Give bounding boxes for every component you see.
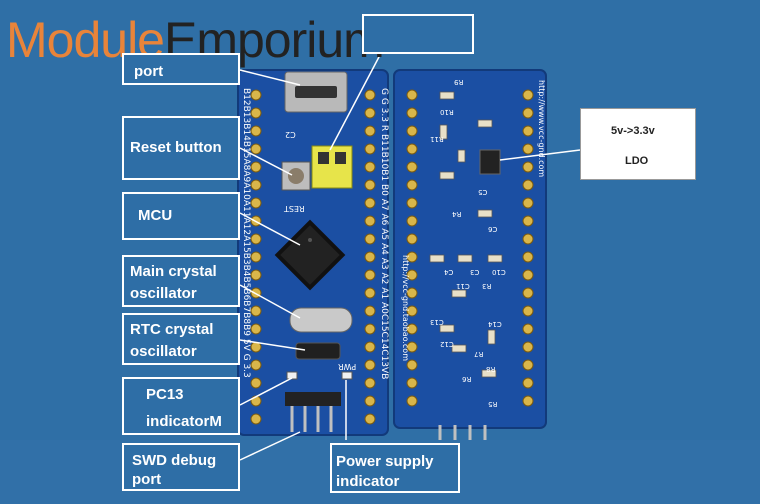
designator-r9: R9 xyxy=(454,78,464,86)
designator-r6: R6 xyxy=(462,375,472,383)
callout-mcu-text: MCU xyxy=(138,207,173,224)
callout-swd-line1: SWD debug xyxy=(132,452,217,469)
designator-c13: C13 xyxy=(430,318,444,326)
rtc-crystal xyxy=(295,342,341,360)
callout-ldo: 5v->3.3v LDO xyxy=(580,108,696,180)
pointer-lines xyxy=(239,54,581,461)
callout-main-crystal-line2: oscillator xyxy=(130,285,197,302)
silk-pwr: PWR xyxy=(338,362,357,371)
callout-main-crystal-line1: Main crystal xyxy=(130,263,217,280)
designator-c14: C14 xyxy=(488,320,502,328)
designator-c12: C12 xyxy=(440,340,454,348)
callout-rtc-crystal: RTC crystal oscillator xyxy=(122,313,240,365)
designator-r11: R11 xyxy=(430,135,444,143)
designator-r7: R7 xyxy=(474,350,484,358)
designator-r5: R5 xyxy=(488,400,498,408)
callout-swd-line2: port xyxy=(132,471,162,488)
callout-power-indicator: Power supply indicator xyxy=(330,443,460,493)
designator-c5: C5 xyxy=(478,188,488,196)
main-crystal xyxy=(289,307,353,333)
designator-c6: C6 xyxy=(488,225,498,233)
callout-rtc-crystal-line2: oscillator xyxy=(130,343,197,360)
callout-pc13-line1: PC13 xyxy=(146,386,184,403)
designator-r3: R3 xyxy=(482,282,492,290)
callout-reset-text: Reset button xyxy=(130,139,222,156)
callout-reset-button: Reset button xyxy=(122,116,240,180)
designator-r10: R10 xyxy=(440,108,454,116)
callout-usb-port-text: port xyxy=(134,63,164,80)
designator-r4: R4 xyxy=(452,210,462,218)
mcu-chip xyxy=(274,219,346,291)
callout-swd-port: SWD debug port xyxy=(122,443,240,491)
designator-c3: C3 xyxy=(470,268,480,276)
callout-ldo-line1: 5v->3.3v xyxy=(611,125,655,137)
callout-pc13-indicator: PC13 indicatorM xyxy=(122,377,240,435)
callout-pc13-line2: indicatorM xyxy=(146,413,222,430)
silk-left-header: B12B13B14B15A8A9A10A11A12A15B3B4B5B6B7B8… xyxy=(241,88,251,378)
callout-power-line2: indicator xyxy=(336,473,400,490)
swd-pins xyxy=(285,392,341,406)
pcb-front xyxy=(237,69,389,436)
silk-rest: REST xyxy=(284,204,305,213)
designator-c10: C10 xyxy=(492,268,506,276)
callout-main-crystal: Main crystal oscillator xyxy=(122,255,240,307)
callout-usb-port: port xyxy=(122,53,240,85)
callout-mcu: MCU xyxy=(122,192,240,240)
silk-c2: C2 xyxy=(285,130,296,139)
callout-boot-jumper xyxy=(362,14,474,54)
callout-rtc-crystal-line1: RTC crystal xyxy=(130,321,214,338)
designator-c11: C11 xyxy=(456,282,470,290)
silk-url-left: http://vcc-gnd.taobao.com xyxy=(401,255,410,361)
designator-c4: C4 xyxy=(444,268,454,276)
designator-r8: R8 xyxy=(486,365,496,373)
callout-power-line1: Power supply xyxy=(336,453,434,470)
callout-ldo-line2: LDO xyxy=(625,155,649,167)
pcb-back xyxy=(393,69,547,440)
silk-right-header: G G 3.3 R B11B10B1 B0 A7 A6 A5 A4 A3 A2 … xyxy=(379,88,389,380)
silk-url-right: http://www.vcc-gnd.com xyxy=(537,80,546,178)
ldo-chip xyxy=(479,149,501,175)
